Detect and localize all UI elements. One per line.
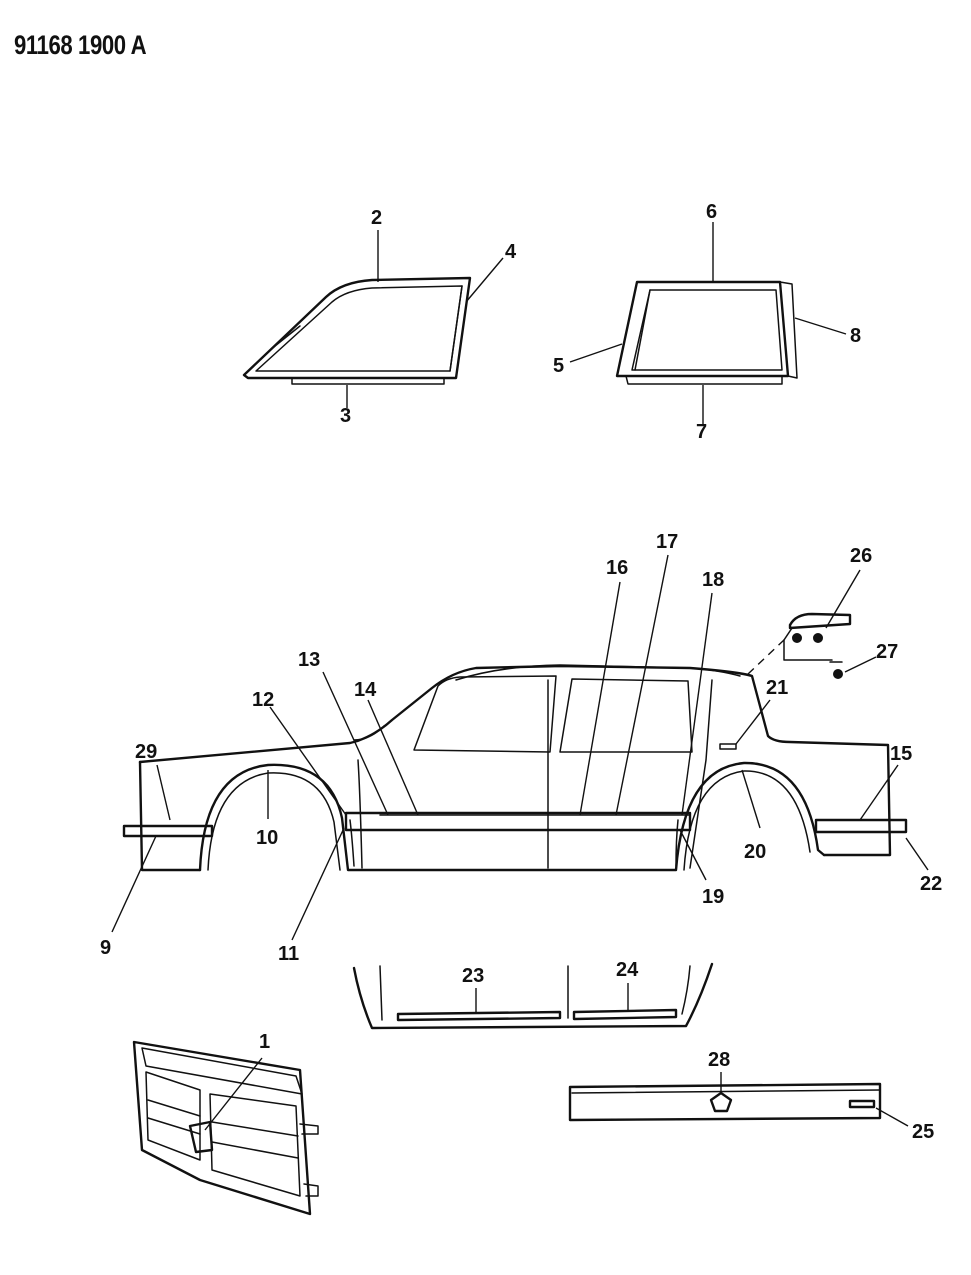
diagram-title: 91168 1900 A <box>14 30 147 60</box>
callout-24: 24 <box>616 959 639 981</box>
grille <box>132 1040 319 1216</box>
leader-lines <box>111 222 929 1131</box>
callout-3: 3 <box>340 405 351 427</box>
front-door-glass <box>242 276 472 385</box>
callout-26: 26 <box>850 545 872 567</box>
callout-29: 29 <box>135 741 157 763</box>
callout-4: 4 <box>505 241 517 263</box>
callout-1: 1 <box>259 1031 270 1053</box>
callout-18: 18 <box>702 569 724 591</box>
callout-15: 15 <box>890 743 912 765</box>
callout-labels: 1 2 3 4 5 6 7 8 9 10 11 12 13 14 15 16 1… <box>100 201 942 1143</box>
callout-25: 25 <box>912 1121 934 1143</box>
sill-molding-detail <box>352 962 714 1030</box>
callout-28: 28 <box>708 1049 730 1071</box>
spoiler-parts <box>747 612 852 679</box>
callout-12: 12 <box>252 689 274 711</box>
callout-22: 22 <box>920 873 942 895</box>
car-body <box>122 664 908 872</box>
callout-21: 21 <box>766 677 788 699</box>
rear-door-glass <box>615 280 798 385</box>
callout-27: 27 <box>876 641 898 663</box>
callout-2: 2 <box>371 207 382 229</box>
callout-19: 19 <box>702 886 724 908</box>
rear-applique <box>568 1082 882 1122</box>
callout-8: 8 <box>850 325 861 347</box>
callout-14: 14 <box>354 679 377 701</box>
callout-17: 17 <box>656 531 678 553</box>
callout-5: 5 <box>553 355 564 377</box>
callout-13: 13 <box>298 649 320 671</box>
callout-6: 6 <box>706 201 717 223</box>
callout-10: 10 <box>256 827 278 849</box>
callout-7: 7 <box>696 421 707 443</box>
callout-23: 23 <box>462 965 484 987</box>
callout-20: 20 <box>744 841 766 863</box>
callout-9: 9 <box>100 937 111 959</box>
callout-16: 16 <box>606 557 628 579</box>
callout-11: 11 <box>278 943 299 965</box>
